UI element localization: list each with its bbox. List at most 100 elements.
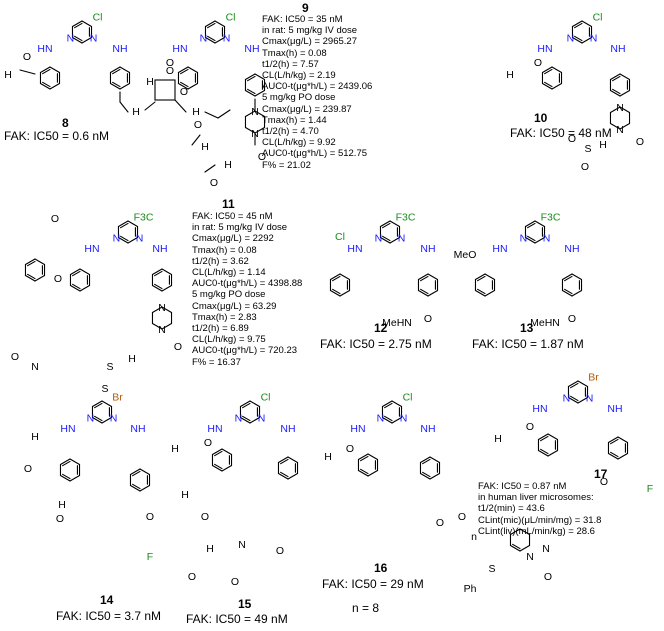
atom-nh: NH	[564, 243, 579, 255]
bond	[91, 400, 103, 408]
bond	[534, 236, 546, 244]
bond	[204, 111, 219, 119]
bond	[112, 81, 121, 88]
atom-n: N	[375, 233, 383, 245]
bond	[381, 400, 393, 408]
atom-n: N	[400, 413, 408, 425]
atom-nh: NH	[112, 43, 127, 55]
bond	[612, 88, 621, 95]
atom-nh: NH	[152, 243, 167, 255]
atom-o: O	[11, 351, 19, 363]
atom-o: O	[166, 57, 174, 69]
atom-o: O	[56, 513, 64, 525]
atom-h: H	[324, 451, 332, 463]
bond	[420, 275, 429, 282]
bond	[161, 322, 173, 330]
bond	[357, 469, 369, 477]
atom-n: N	[31, 361, 39, 373]
bond	[571, 289, 583, 297]
atom-n: N	[113, 233, 121, 245]
bond	[180, 81, 189, 88]
compound-11-number: 11	[222, 197, 235, 211]
atom-nh: NH	[130, 423, 145, 435]
bond	[527, 235, 536, 242]
bond	[609, 89, 621, 97]
bond	[174, 99, 187, 113]
squaramide-ring	[154, 79, 176, 101]
bond	[214, 450, 223, 457]
bond	[567, 396, 579, 404]
atom-o: O	[51, 213, 59, 225]
bond	[221, 448, 233, 456]
compound-14-ic50: FAK: IC50 = 3.7 nM	[56, 609, 162, 623]
bond	[379, 236, 391, 244]
bond	[389, 236, 401, 244]
atom-n: N	[158, 324, 166, 336]
atom-h: H	[146, 76, 154, 88]
bond	[277, 456, 289, 464]
atom-hn: HN	[347, 243, 362, 255]
atom-hn: HN	[172, 43, 187, 55]
bond	[79, 268, 91, 276]
bond	[477, 275, 486, 282]
atom-o: O	[636, 136, 644, 148]
atom-f3c: F3C	[134, 212, 154, 224]
atom-n: N	[542, 543, 550, 555]
bond	[564, 275, 573, 282]
bond	[249, 416, 261, 424]
bond	[74, 35, 83, 42]
bond	[547, 449, 559, 457]
atom-o: O	[436, 517, 444, 529]
compound-13-number: 13	[520, 321, 534, 335]
bond	[187, 66, 199, 74]
atom-cl: Cl	[93, 12, 103, 24]
compound-8-ic50: FAK: IC50 = 0.6 nM	[4, 129, 110, 143]
bond	[74, 22, 83, 29]
bond	[484, 289, 496, 297]
compound-16-number: 16	[374, 561, 388, 575]
bond	[161, 284, 173, 292]
bond	[177, 82, 189, 90]
bond	[177, 66, 189, 74]
atom-o: O	[210, 177, 218, 189]
atom-o: O	[346, 443, 354, 455]
bond	[187, 82, 199, 90]
bond	[619, 73, 631, 81]
bond	[612, 75, 621, 82]
bond	[161, 268, 173, 276]
bond	[577, 396, 589, 404]
atom-n: N	[235, 413, 243, 425]
bond	[19, 69, 36, 75]
bond	[607, 452, 619, 460]
bond	[607, 436, 619, 444]
atom-n: N	[251, 128, 259, 140]
bond	[254, 89, 266, 97]
bond	[609, 106, 621, 114]
bond	[239, 400, 251, 408]
bond	[254, 126, 266, 134]
bond	[42, 81, 51, 88]
atom-h: H	[58, 499, 66, 511]
bond	[609, 73, 621, 81]
atom-h: H	[181, 489, 189, 501]
bond	[101, 400, 113, 408]
bond	[71, 20, 83, 28]
bond	[512, 543, 521, 550]
bond	[91, 416, 103, 424]
bond	[117, 236, 129, 244]
bond	[62, 473, 71, 480]
bond	[117, 220, 129, 228]
compound-16-n-note: n = 8	[352, 601, 380, 615]
bond	[617, 436, 629, 444]
atom-o: O	[568, 313, 576, 325]
compound-17-properties: FAK: IC50 = 0.87 nM in human liver micro…	[478, 481, 602, 537]
bond	[280, 471, 289, 478]
compound-11-properties: FAK: IC50 = 45 nM in rat: 5 mg/kg IV dos…	[192, 211, 303, 368]
bond	[59, 458, 71, 466]
atom-h: H	[506, 69, 514, 81]
bond	[509, 528, 521, 536]
bond	[109, 66, 121, 74]
atom-mehn: MeHN	[382, 317, 412, 329]
atom-n: N	[616, 102, 624, 114]
atom-n: N	[567, 33, 575, 45]
